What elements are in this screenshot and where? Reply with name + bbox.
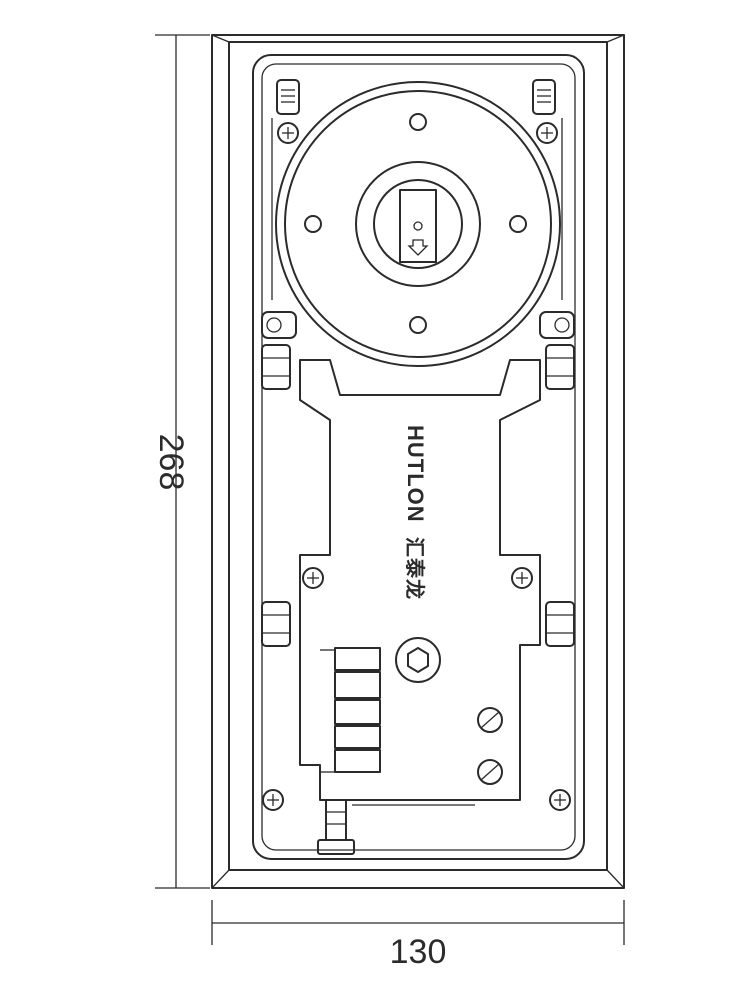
spring-clip-left	[276, 79, 300, 115]
spring-clip-right	[532, 79, 556, 115]
adjust-screw-upper	[477, 707, 503, 733]
stacked-blocks	[320, 647, 381, 773]
mount-ear-right-lower	[545, 601, 575, 647]
width-dimension-label: 130	[390, 933, 447, 971]
pivot-hole-top	[409, 113, 427, 131]
pivot-hole-bottom	[409, 316, 427, 334]
spindle-slot	[399, 189, 437, 263]
adjust-screw-lower	[477, 759, 503, 785]
bottom-adjust-bolt	[317, 799, 355, 855]
screw-top-left	[277, 122, 299, 144]
screw-bottom-left	[262, 789, 284, 811]
height-dimension-label: 268	[152, 434, 190, 491]
screw-bottom-right	[549, 789, 571, 811]
brand-mark: 汇泰龙	[403, 537, 427, 600]
cover-plate	[211, 34, 625, 889]
hex-adjust-socket	[395, 637, 441, 683]
height-dimension: 268	[152, 34, 210, 889]
screw-mid-left	[302, 567, 324, 589]
screw-mid-right	[511, 567, 533, 589]
brand-name: HUTLON	[403, 425, 428, 523]
arrow-down-icon	[407, 239, 429, 256]
screw-top-right	[536, 122, 558, 144]
mount-ear-right-upper	[539, 311, 575, 390]
pivot-hole-left	[304, 215, 322, 233]
width-dimension: 130	[211, 900, 625, 971]
brand-logo: HUTLON 汇泰龙	[403, 425, 428, 600]
spring-body-housing	[299, 359, 541, 801]
pivot-hole-right	[509, 215, 527, 233]
mount-ear-left-lower	[261, 601, 291, 647]
mount-ear-left-upper	[261, 311, 297, 390]
pivot-plate	[275, 81, 561, 367]
